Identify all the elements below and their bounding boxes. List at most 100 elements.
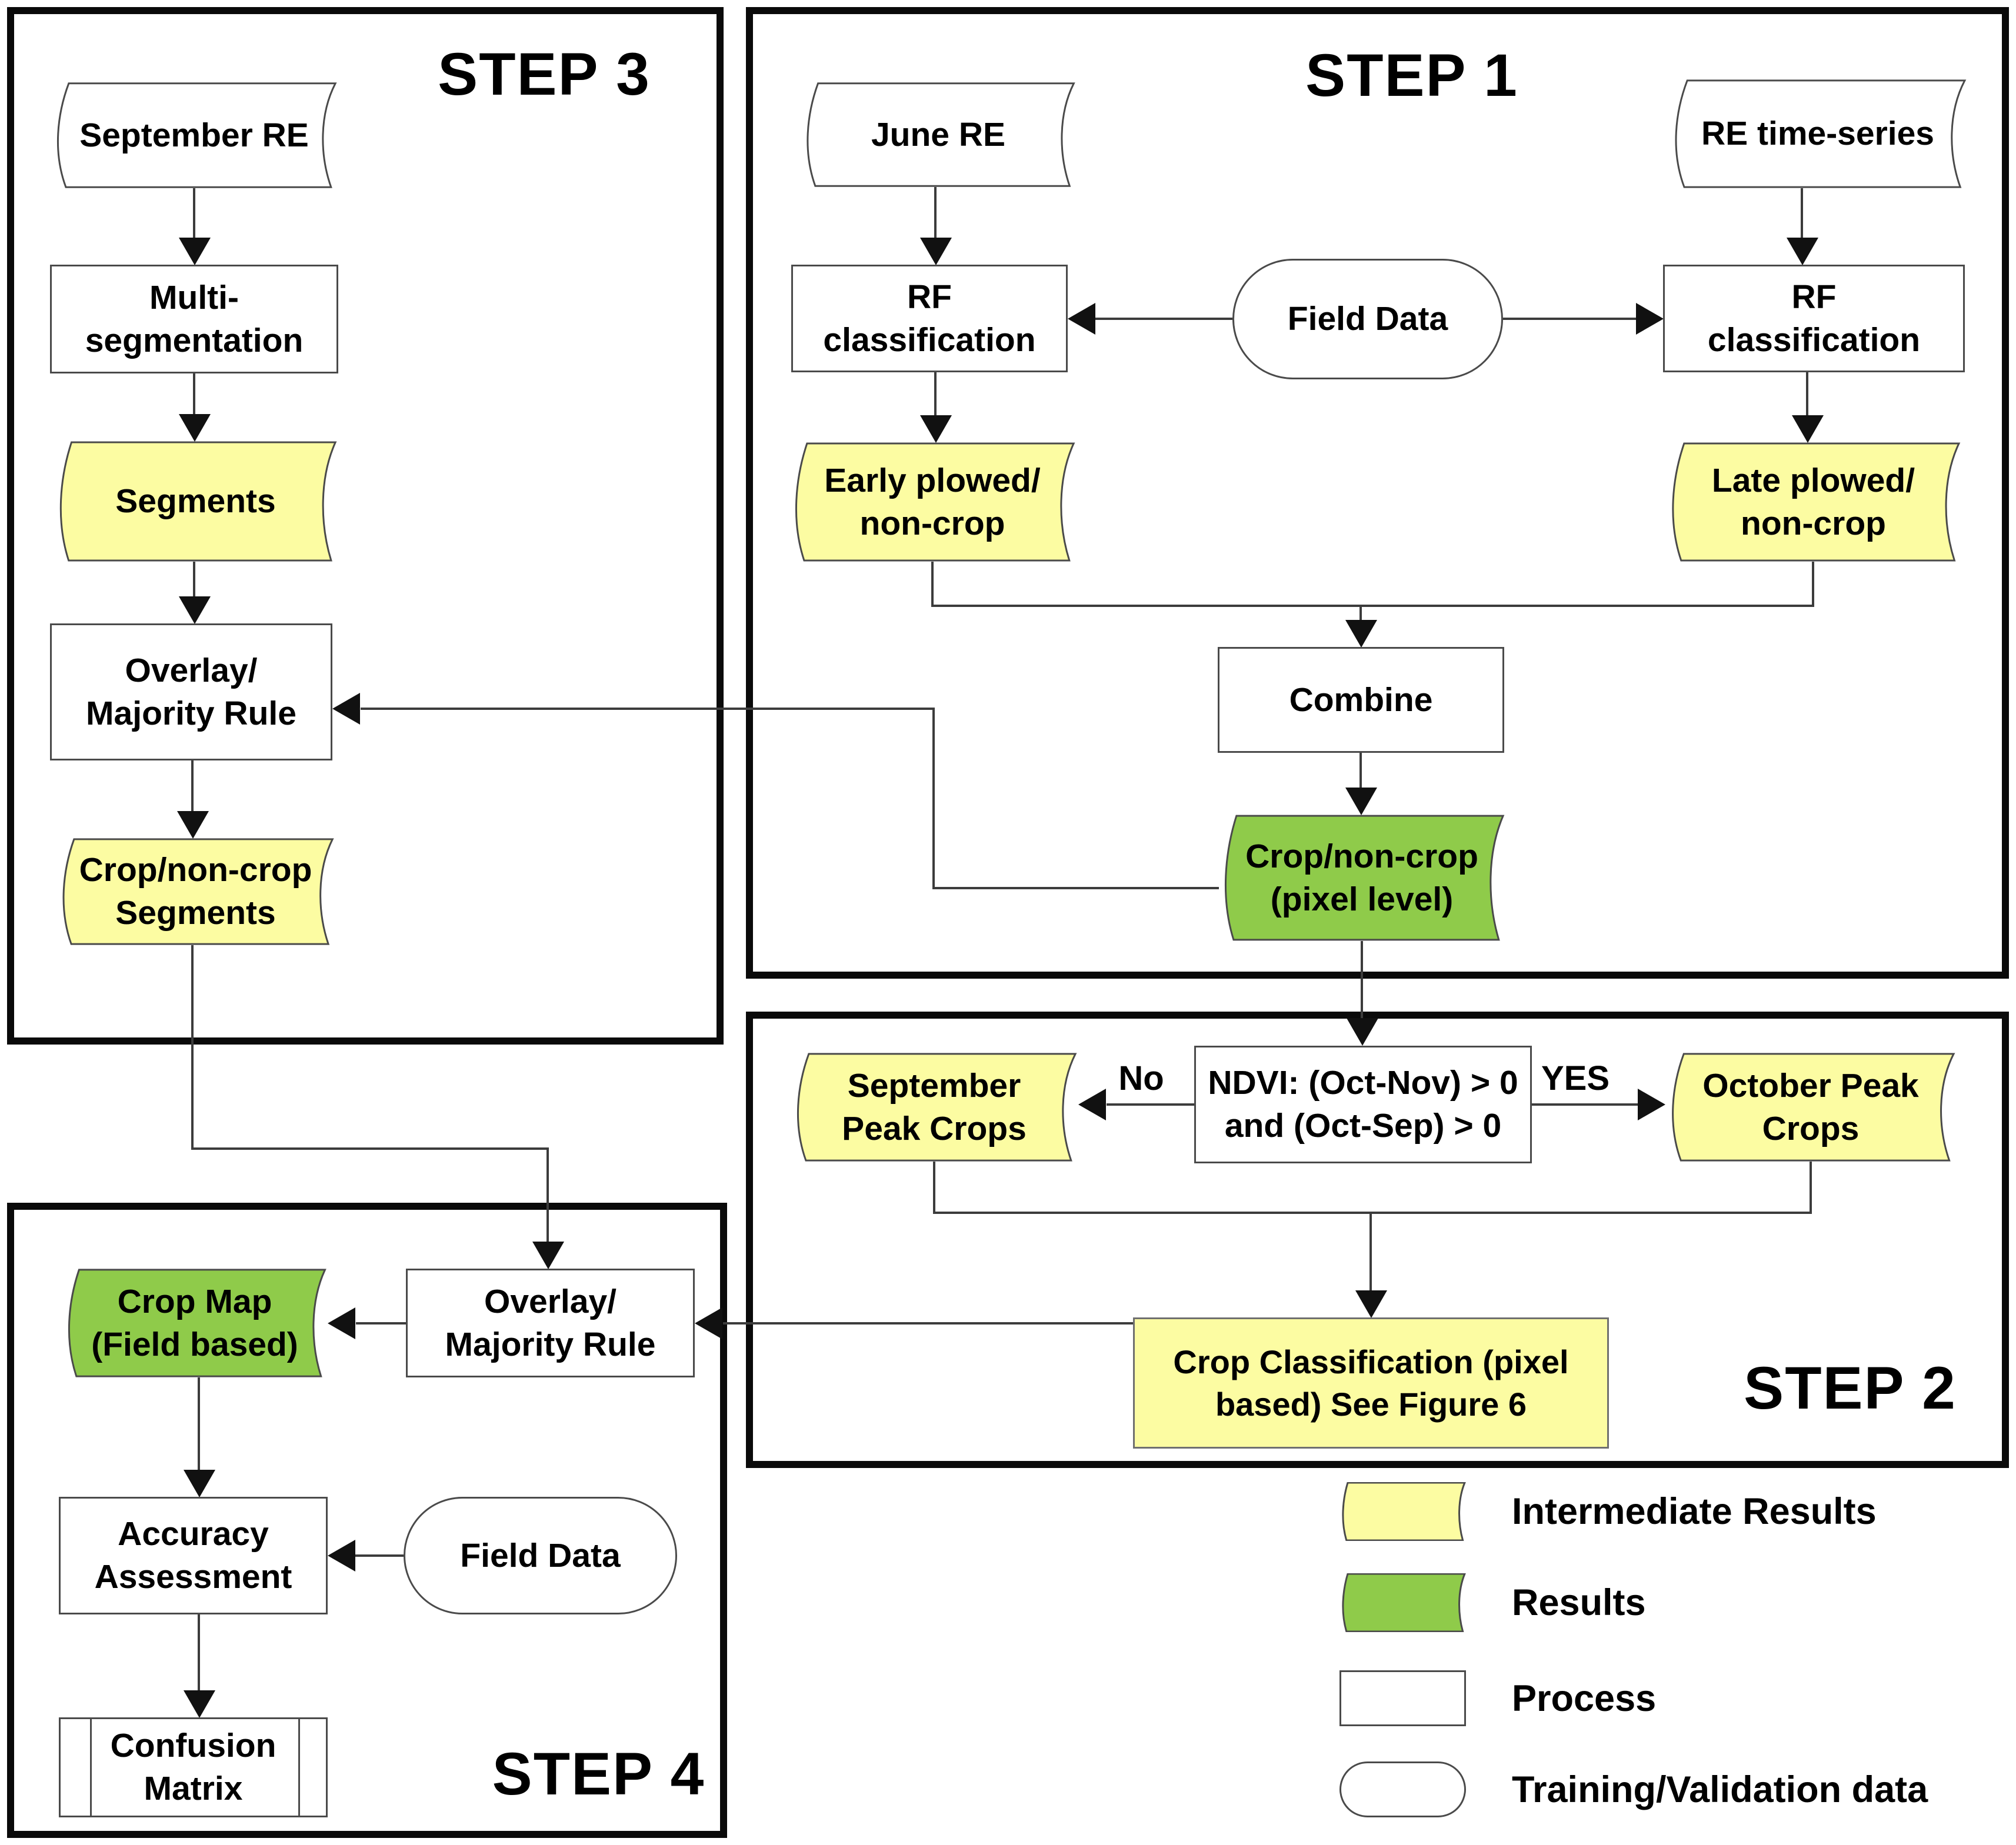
edge-cropclass-overlay4 — [723, 1322, 1133, 1324]
edge-ndvi-no — [1107, 1103, 1194, 1106]
edge-overlay4-cropmap — [356, 1322, 406, 1324]
arrowhead-down-icon — [1787, 238, 1818, 265]
predefined-process-bar — [90, 1719, 92, 1816]
arrowhead-left-icon — [328, 1307, 355, 1339]
node-label: non-crop — [859, 504, 1005, 542]
edge-join2-horizontal — [933, 1212, 1812, 1214]
arrowhead-down-icon — [184, 1690, 215, 1718]
step3-container — [7, 7, 724, 1045]
node-june-re: June RE — [800, 82, 1077, 187]
edge-cropseg-elbow-v2 — [547, 1147, 549, 1242]
edge-join-combine — [1359, 605, 1362, 621]
node-label: October Peak — [1702, 1066, 1919, 1105]
edge-rfright-late — [1806, 372, 1808, 415]
node-label: RF — [1791, 278, 1837, 316]
node-label: Peak Crops — [842, 1109, 1027, 1147]
node-ndvi-condition: NDVI: (Oct-Nov) > 0 and (Oct-Sep) > 0 — [1194, 1046, 1532, 1163]
edge-fielddata4-accuracy — [355, 1554, 404, 1557]
node-label: Confusion — [110, 1727, 276, 1765]
node-crop-classification: Crop Classification (pixel based) See Fi… — [1133, 1317, 1609, 1449]
node-field-data-step4: Field Data — [404, 1497, 677, 1614]
node-late-plowed: Late plowed/ non-crop — [1665, 442, 1962, 562]
node-september-re: September RE — [50, 82, 338, 188]
node-label: Field Data — [1287, 300, 1448, 338]
node-label: Crop Classification (pixel — [1173, 1343, 1569, 1380]
node-rf-classification-left: RF classification — [791, 265, 1068, 372]
node-label: segmentation — [85, 321, 304, 359]
arrowhead-left-icon — [1078, 1089, 1106, 1120]
edge-cropseg-elbow-v1 — [191, 945, 194, 1150]
arrowhead-down-icon — [184, 1470, 215, 1497]
node-rf-classification-right: RF classification — [1663, 265, 1965, 372]
arrowhead-down-icon — [920, 238, 952, 265]
edge-label-no: No — [1118, 1059, 1164, 1097]
edge-junere-rfleft — [934, 187, 937, 238]
node-label: non-crop — [1741, 504, 1886, 542]
node-confusion-matrix: Confusion Matrix — [59, 1717, 328, 1817]
node-label: RF — [907, 278, 952, 316]
arrowhead-down-icon — [179, 238, 211, 265]
edge-septre-multiseg — [193, 188, 195, 238]
arrowhead-down-icon — [1347, 1018, 1378, 1046]
legend-label-results: Results — [1512, 1582, 1646, 1623]
arrowhead-right-icon — [1638, 1089, 1665, 1120]
legend-process-swatch — [1339, 1670, 1466, 1726]
node-overlay-majority-rule-step3: Overlay/ Majority Rule — [50, 623, 332, 760]
edge-rfleft-early — [934, 372, 937, 415]
arrowhead-left-icon — [695, 1307, 722, 1339]
step3-title: STEP 3 — [438, 41, 651, 108]
arrowhead-down-icon — [179, 414, 211, 442]
node-combine: Combine — [1218, 647, 1504, 753]
edge-segments-overlay3 — [193, 562, 195, 596]
node-label: Majority Rule — [86, 694, 296, 732]
arrowhead-down-icon — [1345, 788, 1377, 815]
edge-cropnoncrop-ndvi — [1361, 941, 1363, 1019]
node-label: September RE — [79, 116, 309, 154]
legend-result-swatch — [1339, 1573, 1466, 1632]
node-label: Combine — [1289, 680, 1433, 719]
step1-container — [746, 7, 2009, 979]
node-early-plowed: Early plowed/ non-crop — [788, 442, 1077, 562]
arrowhead-down-icon — [1345, 620, 1377, 648]
edge-cropmap-accuracy — [198, 1377, 200, 1470]
node-label: Overlay/ — [125, 651, 258, 689]
node-label: Late plowed/ — [1711, 461, 1915, 499]
arrowhead-left-icon — [332, 693, 360, 725]
node-multi-segmentation: Multi- segmentation — [50, 265, 338, 373]
legend-label-training-validation: Training/Validation data — [1512, 1769, 1928, 1810]
node-label: Crop Map — [117, 1282, 272, 1320]
edge-feedback-h2 — [361, 708, 934, 710]
node-label: Matrix — [144, 1770, 243, 1807]
node-label: Accuracy — [118, 1515, 269, 1553]
arrowhead-down-icon — [532, 1242, 564, 1269]
edge-multiseg-segments — [193, 373, 195, 414]
edge-ndvi-yes — [1532, 1103, 1638, 1106]
edge-octpeak-join — [1810, 1162, 1812, 1214]
node-label: Segments — [115, 894, 276, 932]
edge-feedback-v — [932, 708, 935, 889]
node-label: (pixel level) — [1270, 880, 1454, 918]
node-label: June RE — [871, 115, 1006, 154]
node-label: classification — [823, 321, 1036, 359]
node-label: Crop/non-crop — [1245, 837, 1478, 875]
arrowhead-down-icon — [1792, 415, 1824, 443]
node-label: Overlay/ — [484, 1282, 617, 1320]
edge-cropseg-elbow-h — [191, 1147, 549, 1150]
step2-title: STEP 2 — [1744, 1354, 1957, 1422]
node-label: based) See Figure 6 — [1215, 1385, 1527, 1423]
node-label: September — [847, 1066, 1021, 1105]
node-label: classification — [1707, 321, 1921, 359]
edge-early-join — [931, 562, 934, 607]
arrowhead-left-icon — [1068, 303, 1095, 335]
arrowhead-down-icon — [177, 811, 209, 839]
node-label: Segments — [115, 482, 276, 521]
edge-rets-rfright — [1801, 188, 1803, 238]
node-label: and (Oct-Sep) > 0 — [1224, 1107, 1502, 1145]
node-label: Field Data — [460, 1536, 621, 1574]
arrowhead-right-icon — [1636, 303, 1664, 335]
node-re-time-series: RE time-series — [1668, 79, 1968, 188]
step2-container — [746, 1012, 2009, 1468]
node-october-peak-crops: October Peak Crops — [1665, 1053, 1957, 1162]
legend-label-process: Process — [1512, 1677, 1657, 1719]
